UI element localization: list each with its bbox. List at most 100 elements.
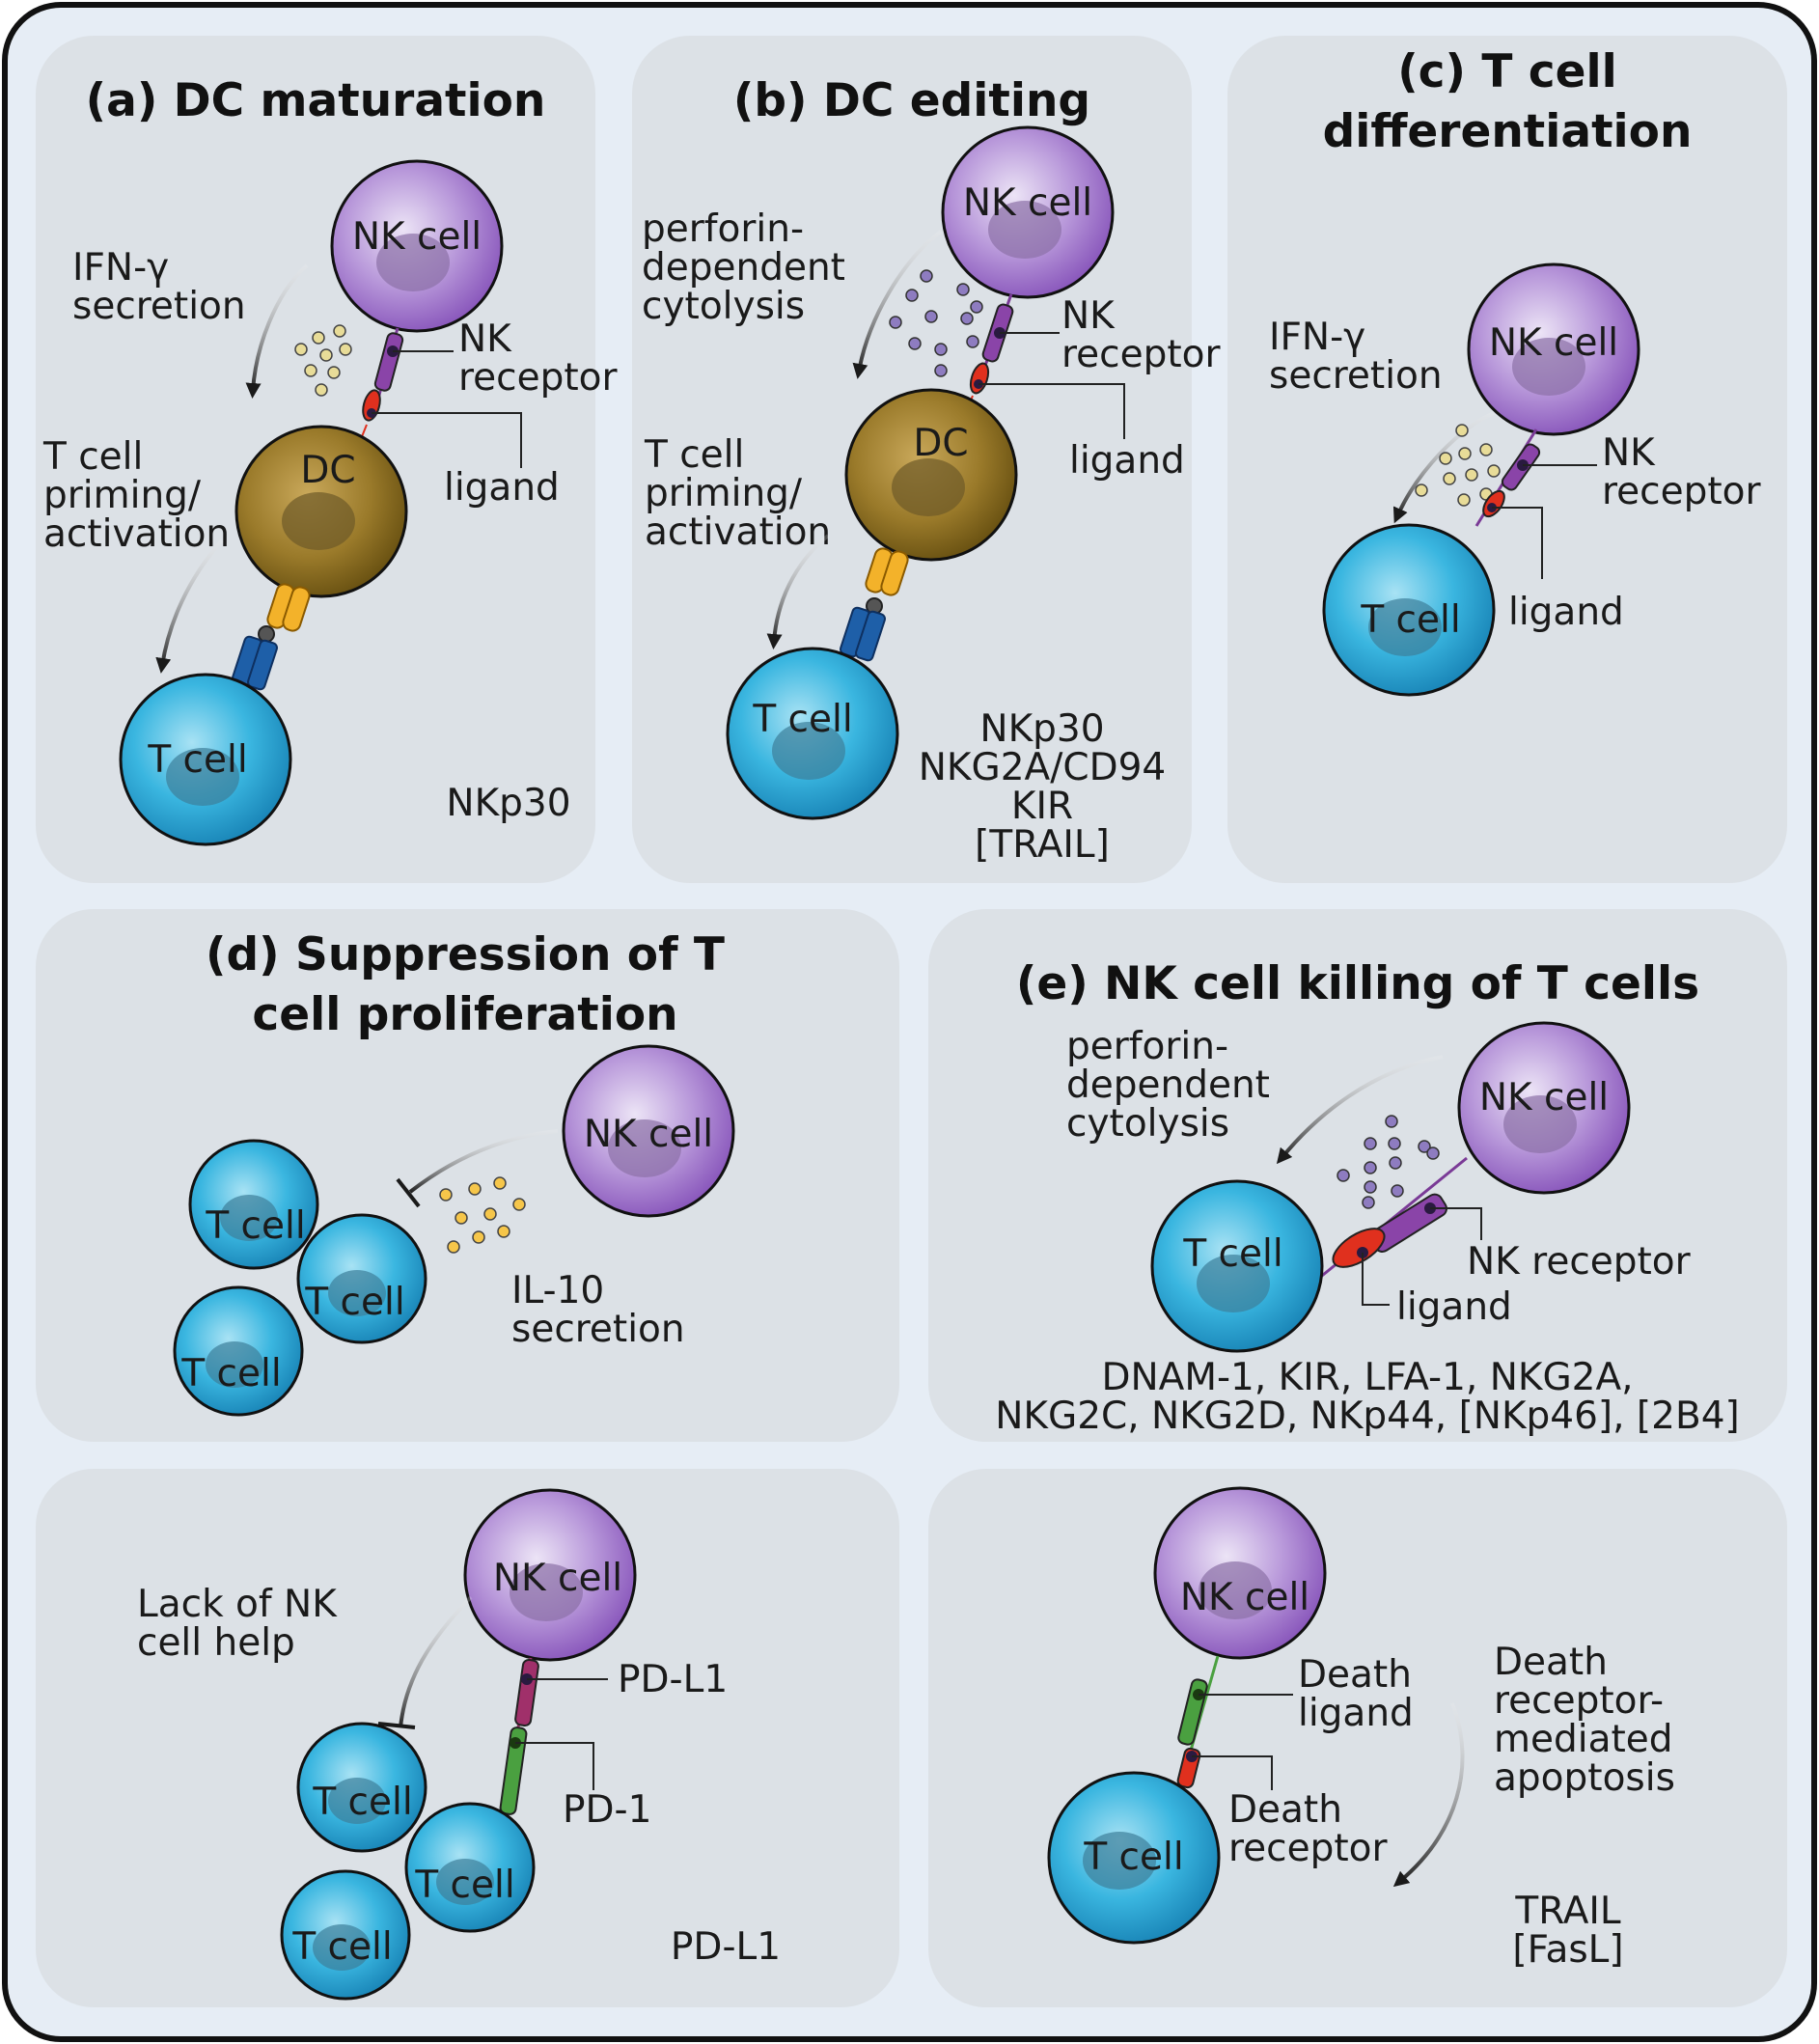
panel-d-inhibit-bar bbox=[396, 1177, 421, 1208]
panel-d-inhibit-arrow bbox=[408, 1129, 559, 1194]
panel-e-ligand-leader bbox=[1362, 1253, 1390, 1306]
panel-b-perforin-dots bbox=[889, 269, 983, 377]
panel-c-ligand-label: ligand bbox=[1508, 591, 1624, 634]
panel-d-t-cell-1: T cell bbox=[188, 1139, 319, 1270]
panel-f-t-cell-2: T cell bbox=[404, 1802, 536, 1933]
panel-g-receptor-leader bbox=[1192, 1755, 1273, 1790]
panel-e-title: (e) NK cell killing of T cells bbox=[1016, 957, 1699, 1010]
panel-a-dc-label: DC bbox=[300, 449, 355, 492]
panel-b-title: (b) DC editing bbox=[733, 74, 1090, 127]
panel-b-ligand-label: ligand bbox=[1069, 439, 1185, 483]
panel-g-nk-label: NK cell bbox=[1180, 1576, 1309, 1619]
panel-c-nk-receptor bbox=[1474, 428, 1541, 527]
panel-a-dc: DC bbox=[234, 425, 408, 598]
panel-b-cytolysis-arrow bbox=[852, 230, 943, 379]
panel-f-t-label-2: T cell bbox=[414, 1864, 514, 1907]
panel-e-nk-label: NK cell bbox=[1479, 1076, 1609, 1119]
panel-a-mhc-tcr bbox=[223, 583, 311, 717]
panel-a-molecule-0: NKp30 bbox=[446, 782, 570, 825]
panel-c-nk-cell: NK cell bbox=[1467, 262, 1640, 436]
panel-a-ligand-leader bbox=[372, 412, 522, 468]
panel-f-inhibit-arrow bbox=[399, 1595, 473, 1728]
panel-b-dc-label: DC bbox=[913, 422, 968, 465]
panel-d-nk-label: NK cell bbox=[584, 1113, 713, 1156]
panel-e-cytolysis-arrow bbox=[1276, 1055, 1444, 1165]
panel-f-molecule-0: PD-L1 bbox=[671, 1925, 781, 1969]
panel-e-molecules: DNAM-1, KIR, LFA-1, NKG2A,NKG2C, NKG2D, … bbox=[995, 1356, 1740, 1438]
panel-f-nk-cell: NK cell bbox=[463, 1488, 637, 1662]
panel-f-t-label-1: T cell bbox=[312, 1781, 412, 1824]
panel-g-t-cell: T cell bbox=[1047, 1771, 1221, 1945]
panel-d-t-cell-3: T cell bbox=[173, 1285, 304, 1417]
panel-f-nk-label: NK cell bbox=[493, 1557, 622, 1600]
panel-a-priming-arrow bbox=[155, 539, 224, 674]
panel-g-t-label: T cell bbox=[1083, 1836, 1183, 1879]
panel-c-t-cell: T cell bbox=[1322, 523, 1496, 697]
panel-f-pd1-label: PD-1 bbox=[563, 1788, 651, 1832]
panel-f-t-cell-1: T cell bbox=[296, 1722, 427, 1853]
panel-e-receptor-label: NK receptor bbox=[1467, 1240, 1692, 1284]
panel-e-receptor-leader bbox=[1430, 1207, 1482, 1240]
panel-g-molecules: TRAIL[FasL] bbox=[1512, 1890, 1623, 1972]
panel-b-nk-receptor bbox=[960, 293, 1014, 426]
panel-a-title: (a) DC maturation bbox=[86, 74, 546, 127]
panel-f-pd1-leader bbox=[515, 1742, 594, 1790]
panel-b-dc: DC bbox=[844, 388, 1018, 562]
panel-c-t-label: T cell bbox=[1360, 598, 1460, 642]
panel-f-inhibit-bar bbox=[377, 1722, 416, 1729]
panel-g-apoptosis-arrow bbox=[1392, 1702, 1465, 1888]
panel-c-ligand-leader bbox=[1492, 507, 1543, 579]
panel-c-nk-label: NK cell bbox=[1489, 321, 1618, 365]
panel-a-t-cell: T cell bbox=[119, 673, 292, 846]
panel-b-nk-label: NK cell bbox=[963, 181, 1092, 225]
panel-a-nk-label: NK cell bbox=[352, 215, 482, 259]
panel-e-ligand-label: ligand bbox=[1396, 1285, 1512, 1329]
panel-f-bg bbox=[36, 1469, 899, 2007]
panel-b-ligand-leader bbox=[978, 383, 1125, 439]
panel-f-t-cell-3: T cell bbox=[280, 1869, 411, 2001]
panel-f-t-label-3: T cell bbox=[291, 1925, 392, 1969]
panel-b-priming-arrow bbox=[766, 534, 830, 649]
panel-b-nk-cell: NK cell bbox=[941, 125, 1115, 299]
panel-g-nk-cell: NK cell bbox=[1153, 1486, 1327, 1660]
panel-e-nk-cell: NK cell bbox=[1457, 1021, 1631, 1195]
panel-a-ligand-label: ligand bbox=[444, 466, 560, 510]
panel-c-secretion-arrow bbox=[1392, 411, 1495, 524]
panel-d-il10-dots bbox=[439, 1176, 526, 1254]
panel-a-t-label: T cell bbox=[147, 738, 247, 782]
panel-f-pdl1-label: PD-L1 bbox=[618, 1658, 728, 1701]
panel-e-t-cell: T cell bbox=[1150, 1179, 1324, 1353]
panel-b-t-label: T cell bbox=[752, 698, 852, 741]
panel-e-t-label: T cell bbox=[1182, 1232, 1282, 1276]
panel-d-nk-cell: NK cell bbox=[562, 1044, 735, 1218]
panel-d-t-label-2: T cell bbox=[304, 1281, 404, 1324]
panel-c-bg bbox=[1227, 36, 1787, 883]
panel-b-t-cell: T cell bbox=[726, 647, 899, 820]
panel-d-t-cell-2: T cell bbox=[296, 1213, 427, 1344]
panel-a-ifn-dots bbox=[294, 324, 352, 397]
panel-e-perforin-dots bbox=[1337, 1115, 1440, 1209]
panel-d-t-label-3: T cell bbox=[180, 1352, 281, 1395]
